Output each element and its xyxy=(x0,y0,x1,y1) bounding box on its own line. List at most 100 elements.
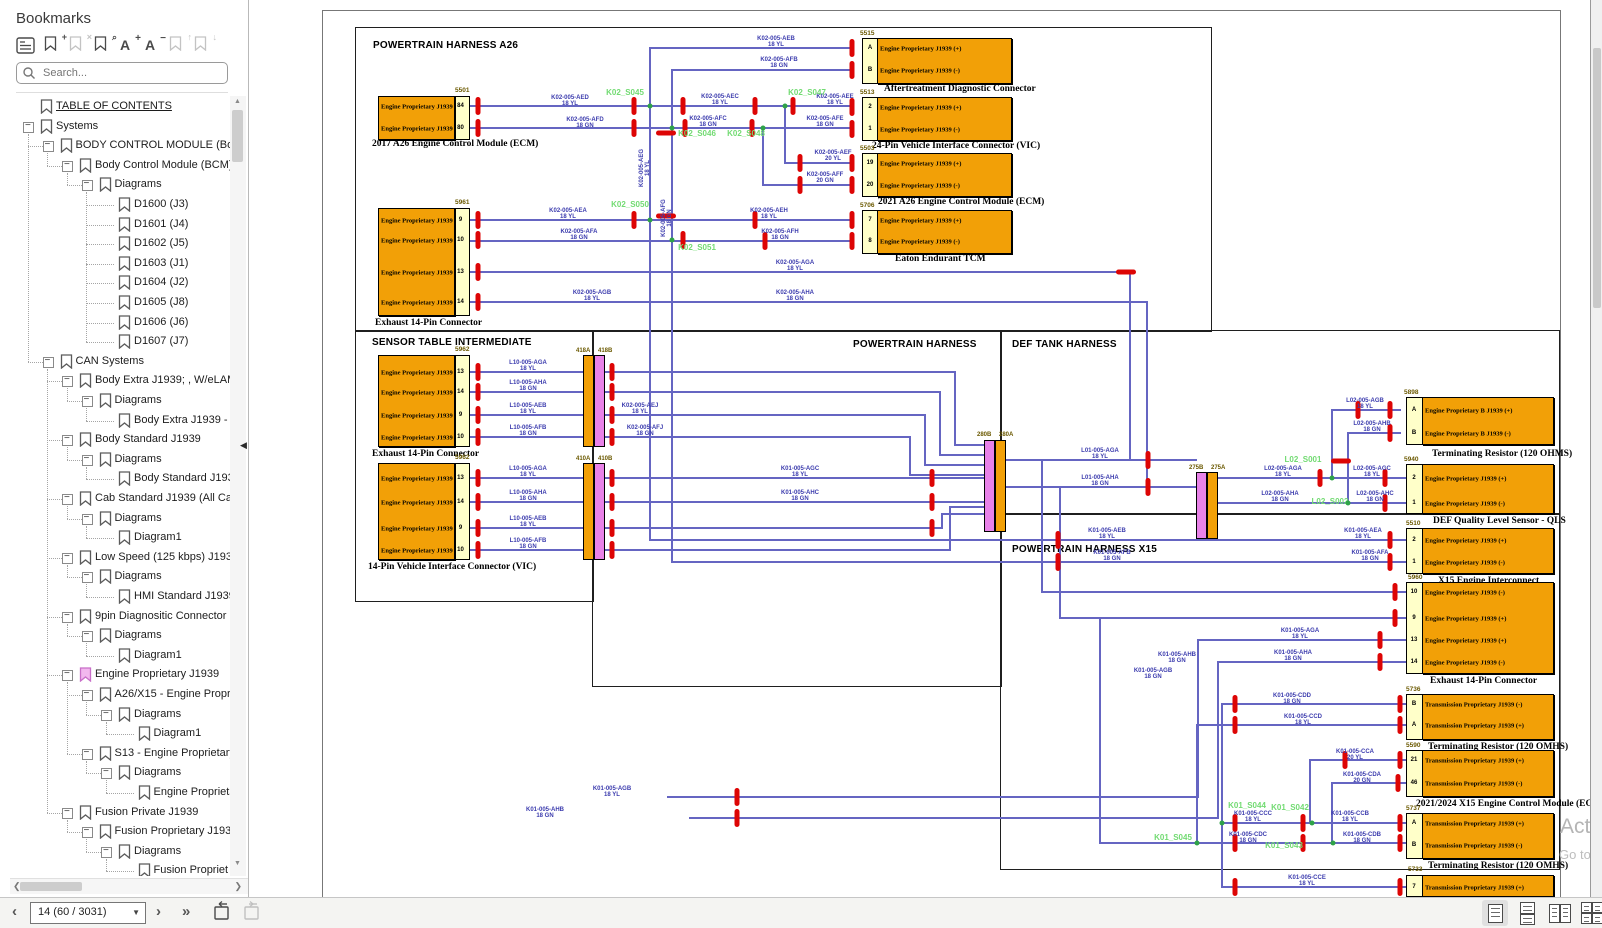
document-scrollbar-thumb[interactable] xyxy=(1593,48,1601,308)
two-page-scroll-icon[interactable] xyxy=(1578,900,1602,926)
expander-icon[interactable]: − xyxy=(62,492,73,505)
bookmark-tree-item[interactable]: −Systems xyxy=(10,118,230,136)
previous-page-button[interactable]: ‹ xyxy=(12,903,17,920)
expander-icon[interactable]: − xyxy=(101,766,112,780)
demote-bookmark-icon[interactable]: ↓ xyxy=(192,32,217,58)
tree-stub xyxy=(86,655,114,657)
scroll-down-icon[interactable]: ▼ xyxy=(234,860,241,867)
bookmark-tree-item[interactable]: −CAN Systems xyxy=(10,353,230,371)
bookmark-tree-item[interactable]: D1605 (J8) xyxy=(10,294,230,312)
single-page-icon[interactable] xyxy=(1482,900,1508,926)
increase-text-icon[interactable]: A+ xyxy=(120,33,141,53)
delete-bookmark-icon[interactable]: × xyxy=(67,32,92,58)
expander-icon[interactable]: − xyxy=(81,512,93,525)
bookmark-tree-item[interactable]: −Diagrams xyxy=(10,706,230,724)
tree-scrollbar-thumb[interactable] xyxy=(232,110,243,162)
bookmark-tree-item[interactable]: Body Standard J1939 Ma xyxy=(10,470,230,488)
bookmark-tree-item[interactable]: Engine Proprietary J1 xyxy=(10,784,230,802)
two-page-view-icon[interactable] xyxy=(1546,900,1572,926)
bookmark-tree-item[interactable]: D1600 (J3) xyxy=(10,196,230,214)
promote-bookmark-icon[interactable]: ↑ xyxy=(167,32,192,58)
expander-icon[interactable]: − xyxy=(62,610,73,623)
bookmark-icon xyxy=(118,530,131,546)
expander-icon[interactable]: − xyxy=(81,570,93,584)
bookmark-tree-item[interactable]: Diagram1 xyxy=(10,725,230,743)
last-page-button[interactable]: » xyxy=(182,903,190,920)
expander-icon[interactable]: − xyxy=(62,806,73,819)
expander-icon[interactable]: − xyxy=(101,708,112,721)
bookmark-tree-item[interactable]: D1607 (J7) xyxy=(10,333,230,351)
collapse-panel-icon[interactable]: ◀ xyxy=(240,440,247,450)
tree-hscrollbar-thumb[interactable] xyxy=(20,882,82,891)
expander-icon[interactable]: − xyxy=(42,355,54,368)
bookmark-tree-item[interactable]: −Body Standard J1939 xyxy=(10,431,230,449)
tree-stub xyxy=(66,636,82,638)
bookmark-tree-item[interactable]: −Body Extra J1939; , W/eLAM & RF xyxy=(10,372,230,390)
bookmark-tree-item[interactable]: −Fusion Proprietary J1939 (Day xyxy=(10,823,230,841)
bookmark-tree-item[interactable]: −Diagrams xyxy=(10,568,230,586)
options-icon[interactable] xyxy=(14,34,38,58)
tree-guide xyxy=(86,408,87,421)
expander-icon[interactable]: − xyxy=(81,825,93,839)
bookmark-tree-item[interactable]: −Diagrams xyxy=(10,843,230,861)
bookmark-tree-item[interactable]: −Diagrams xyxy=(10,510,230,528)
expander-icon[interactable]: − xyxy=(62,159,73,172)
bookmark-tree-item[interactable]: D1601 (J4) xyxy=(10,216,230,234)
bookmark-tree-item[interactable]: −Diagrams xyxy=(10,176,230,194)
expander-icon[interactable]: − xyxy=(62,668,73,682)
expander-icon[interactable]: − xyxy=(62,551,73,564)
bookmark-tree-item[interactable]: Diagram1 xyxy=(10,647,230,665)
bookmark-tree-item[interactable]: −S13 - Engine Proprietary J193 xyxy=(10,745,230,763)
bookmark-tree-item[interactable]: −Body Control Module (BCM) xyxy=(10,157,230,175)
bookmark-tree-item[interactable]: −Diagrams xyxy=(10,392,230,410)
bookmark-tree-item[interactable]: D1602 (J5) xyxy=(10,235,230,253)
previous-view-icon[interactable] xyxy=(210,901,234,925)
expander-icon[interactable]: − xyxy=(62,433,73,447)
search-input[interactable] xyxy=(41,64,225,82)
find-bookmark-icon[interactable]: ⌕ xyxy=(92,32,117,58)
bookmark-tree-item[interactable]: −Fusion Private J1939 xyxy=(10,804,230,822)
tree-hscrollbar[interactable]: ❮ ❯ xyxy=(10,878,248,894)
expander-icon[interactable]: − xyxy=(81,178,93,192)
expander-icon[interactable]: − xyxy=(81,629,93,643)
bookmark-tree-item[interactable]: −Low Speed (125 kbps) J1939 xyxy=(10,549,230,567)
expander-icon[interactable]: − xyxy=(81,747,93,760)
bookmark-tree-item[interactable]: −Diagrams xyxy=(10,627,230,645)
page-number-combo[interactable]: 14 (60 / 3031) ▼ xyxy=(30,902,146,924)
bookmark-tree-item[interactable]: Fusion Propriet xyxy=(10,862,230,876)
expander-icon[interactable]: − xyxy=(101,845,112,858)
scroll-up-icon[interactable]: ▲ xyxy=(234,98,241,105)
bookmark-icon xyxy=(118,216,131,232)
scroll-right-icon[interactable]: ❯ xyxy=(234,881,242,891)
search-box[interactable] xyxy=(16,62,228,84)
expander-icon[interactable]: − xyxy=(81,453,93,466)
bookmark-tree-item[interactable]: −9pin Diagnositic Connector xyxy=(10,608,230,626)
bookmark-tree-item[interactable]: −Diagrams xyxy=(10,764,230,782)
bookmark-tree-item[interactable]: Diagram1 xyxy=(10,529,230,547)
bookmark-tree-item[interactable]: D1603 (J1) xyxy=(10,255,230,273)
bookmark-icon xyxy=(118,275,131,291)
bookmark-tree-item[interactable]: D1604 (J2) xyxy=(10,274,230,292)
new-bookmark-icon[interactable]: + xyxy=(42,32,67,58)
document-scrollbar[interactable] xyxy=(1590,0,1602,897)
expander-icon[interactable]: − xyxy=(42,139,54,153)
bookmark-tree-item[interactable]: TABLE OF CONTENTS xyxy=(10,98,230,116)
expander-icon[interactable]: − xyxy=(23,120,34,133)
bookmark-tree-item[interactable]: HMI Standard J1939 xyxy=(10,588,230,606)
expander-icon[interactable]: − xyxy=(81,394,93,407)
bookmark-tree-item[interactable]: −BODY CONTROL MODULE (Body Co xyxy=(10,137,230,155)
decrease-text-icon[interactable]: A− xyxy=(145,33,166,53)
bookmark-tree-item[interactable]: −Cab Standard J1939 (All Cabs) xyxy=(10,490,230,508)
next-page-button[interactable]: › xyxy=(156,903,161,920)
bookmark-tree-item[interactable]: −Diagrams xyxy=(10,451,230,469)
scroll-left-icon[interactable]: ❮ xyxy=(13,881,21,891)
tree-scrollbar[interactable]: ▲ ▼ xyxy=(230,96,246,876)
expander-icon[interactable]: − xyxy=(62,374,73,388)
next-view-icon[interactable] xyxy=(240,901,264,925)
bookmark-tree-item[interactable]: D1606 (J6) xyxy=(10,314,230,332)
bookmark-tree-item[interactable]: −Engine Proprietary J1939 xyxy=(10,666,230,684)
continuous-scroll-icon[interactable] xyxy=(1514,900,1540,926)
bookmark-tree-item[interactable]: Body Extra J1939 - W47e xyxy=(10,412,230,430)
expander-icon[interactable]: − xyxy=(81,688,93,701)
bookmark-tree-item[interactable]: −A26/X15 - Engine Proprietary xyxy=(10,686,230,704)
